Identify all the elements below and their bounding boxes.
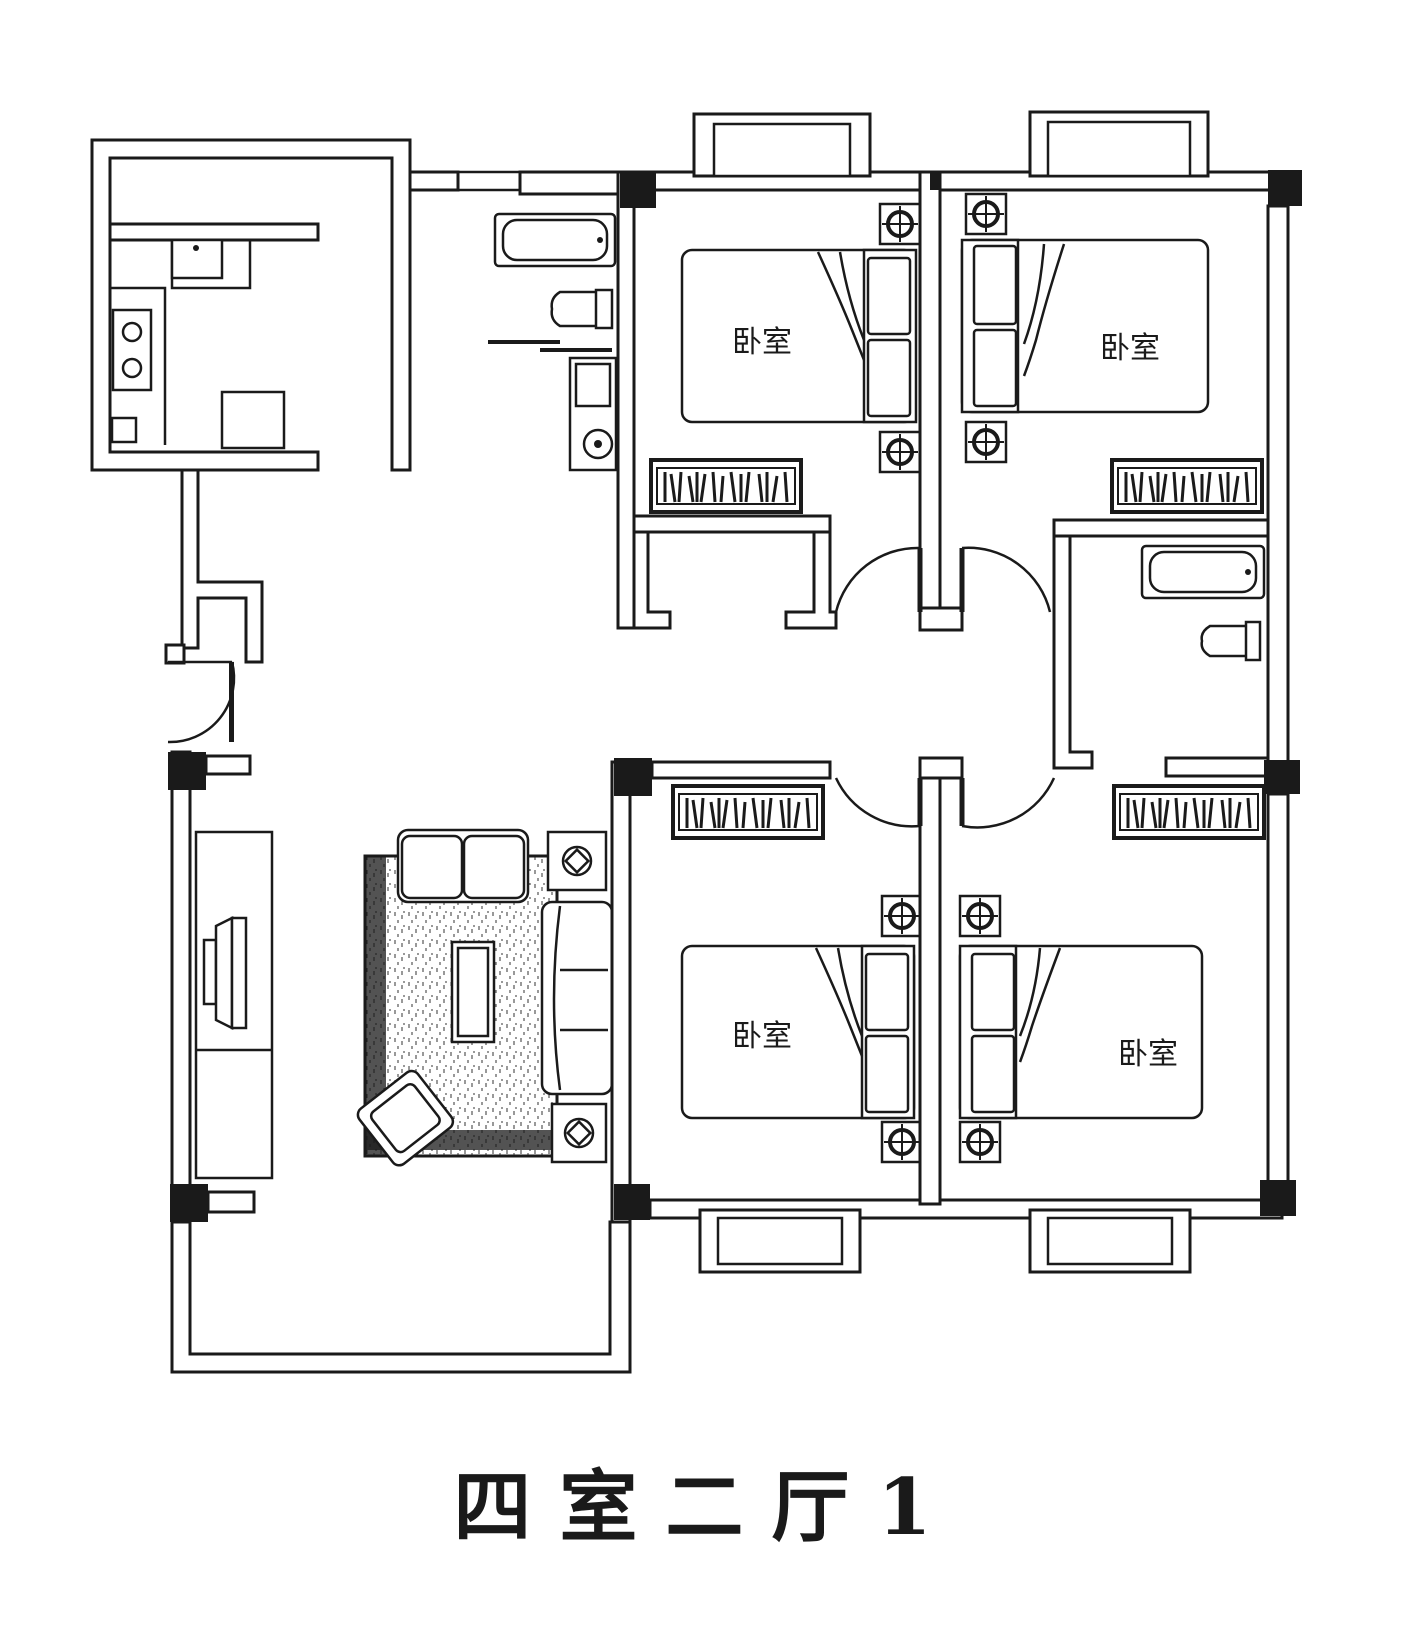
entrance-door-icon: [167, 660, 236, 744]
kitchen: [90, 138, 412, 472]
bedroom-2: 卧室: [938, 110, 1302, 770]
bedroom-3-door-icon: [834, 777, 923, 828]
floor-plan: 卧室 卧室: [90, 110, 1302, 1374]
bathroom-2: [1140, 544, 1266, 662]
bathroom-1: [408, 170, 622, 472]
bedroom-4: 卧室: [958, 756, 1300, 1274]
bedroom-1-label: 卧室: [732, 325, 792, 360]
bedroom-1-door-icon: [834, 546, 923, 613]
plan-title: 四室二厅1: [453, 1462, 960, 1553]
bedroom-4-label: 卧室: [1118, 1037, 1178, 1072]
bedroom-1: 卧室: [616, 112, 944, 630]
living-room: [168, 750, 632, 1374]
bedroom-2-door-icon: [959, 546, 1052, 613]
bedroom-2-label: 卧室: [1100, 331, 1160, 366]
bedroom-3-label: 卧室: [732, 1019, 792, 1054]
bedroom-4-door-icon: [959, 777, 1056, 829]
